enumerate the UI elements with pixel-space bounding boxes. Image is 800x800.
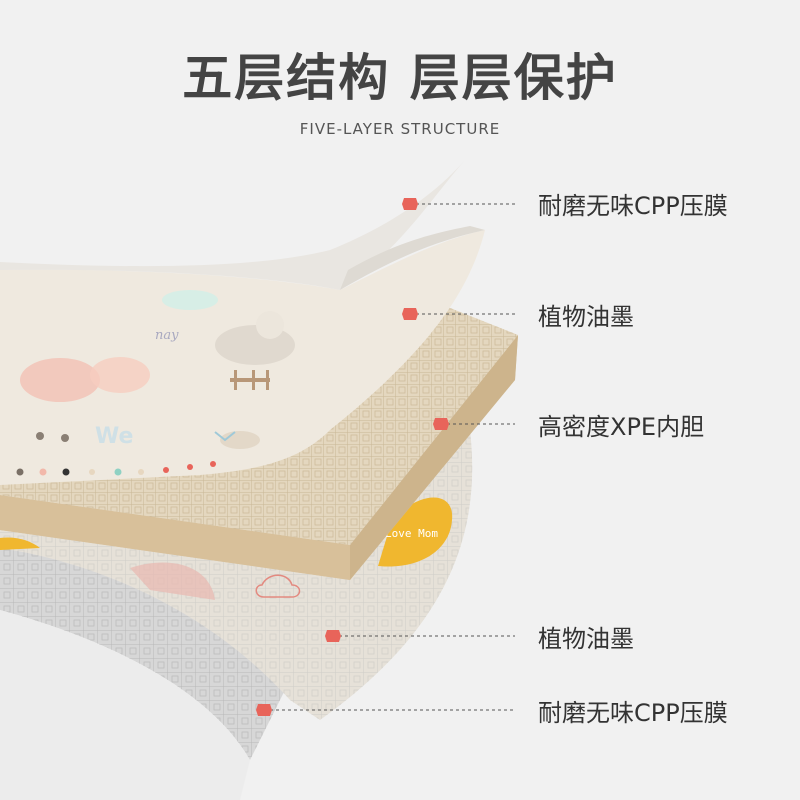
page-title: 五层结构 层层保护: [182, 49, 618, 107]
marker-icon: [325, 630, 341, 642]
leader-lines: [264, 203, 515, 711]
layer-label-top-cpp-film: 耐磨无味CPP压膜: [538, 192, 728, 220]
layer-label-bottom-cpp-film: 耐磨无味CPP压膜: [538, 699, 728, 727]
print-text-we: We: [95, 424, 133, 449]
cloud-icon: [255, 574, 301, 598]
layer-label-xpe-core: 高密度XPE内胆: [538, 413, 705, 441]
print-text-nay: nay: [155, 328, 179, 343]
top-print-film: nay We: [0, 160, 485, 485]
marker-icon: [256, 704, 272, 716]
layer-markers: [256, 198, 449, 716]
animal-prints: [20, 290, 295, 449]
marker-icon: [433, 418, 449, 430]
layer-label-bottom-plant-ink: 植物油墨: [538, 625, 634, 653]
marker-icon: [402, 308, 418, 320]
print-sun-shape: [378, 497, 453, 567]
layer-label-top-plant-ink: 植物油墨: [538, 303, 634, 331]
bottom-film: [0, 540, 290, 800]
print-dots: [16, 432, 216, 476]
print-text-love: Love Mom: [385, 527, 438, 540]
page-subtitle: FIVE-LAYER STRUCTURE: [299, 120, 501, 138]
marker-icon: [402, 198, 418, 210]
